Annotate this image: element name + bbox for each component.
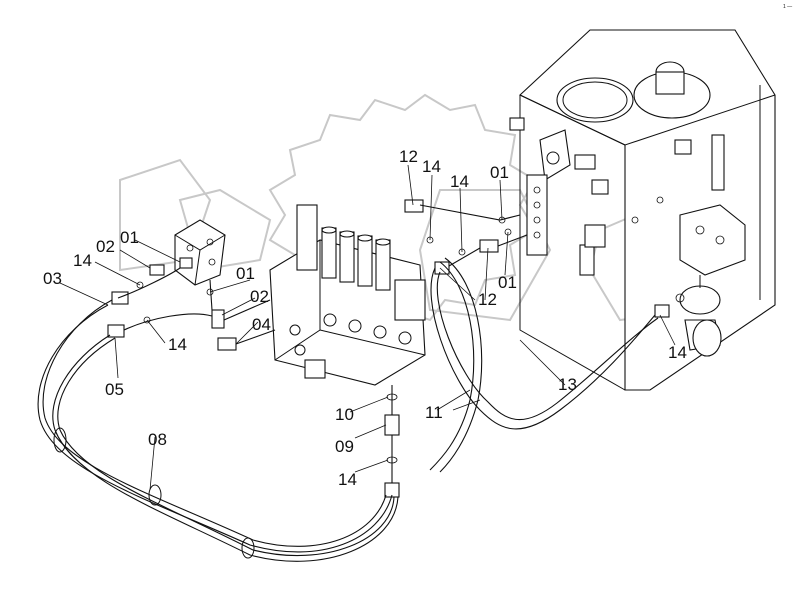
callout-10: 10 bbox=[335, 405, 354, 424]
callout-12-bottom: 12 bbox=[478, 290, 497, 309]
callout-04: 04 bbox=[252, 315, 271, 334]
control-valve bbox=[269, 204, 426, 386]
callout-01-tank-side: 01 bbox=[498, 273, 517, 292]
fittings bbox=[107, 199, 670, 498]
filter-assembly bbox=[675, 204, 746, 357]
callout-01-left-fitting: 01 bbox=[236, 264, 255, 283]
callout-01-tank-top: 01 bbox=[490, 163, 509, 182]
callout-14-middle: 14 bbox=[450, 172, 469, 191]
callout-05: 05 bbox=[105, 380, 124, 399]
callout-12-top: 12 bbox=[399, 147, 418, 166]
hydraulic-tank bbox=[509, 29, 776, 391]
callout-labels: 01 02 14 03 01 02 04 14 05 08 12 14 14 0… bbox=[43, 147, 687, 489]
relief-valve-block bbox=[149, 219, 226, 286]
corner-mark: 1 — bbox=[783, 4, 792, 10]
callout-13: 13 bbox=[558, 375, 577, 394]
callout-14-left-top: 14 bbox=[73, 251, 92, 270]
callout-02-left-fitting: 02 bbox=[250, 287, 269, 306]
callout-14-bottom: 14 bbox=[338, 470, 357, 489]
callout-02-relief-block: 02 bbox=[96, 237, 115, 256]
callout-14-left-bottom: 14 bbox=[168, 335, 187, 354]
leader-lines bbox=[59, 164, 676, 491]
callout-01-relief-block: 01 bbox=[120, 228, 139, 247]
callout-14-top: 14 bbox=[422, 157, 441, 176]
callout-08: 08 bbox=[148, 430, 167, 449]
callout-03: 03 bbox=[43, 269, 62, 288]
callout-14-tank: 14 bbox=[668, 343, 687, 362]
callout-11: 11 bbox=[425, 403, 443, 422]
hoses bbox=[37, 204, 659, 562]
callout-09: 09 bbox=[335, 437, 354, 456]
